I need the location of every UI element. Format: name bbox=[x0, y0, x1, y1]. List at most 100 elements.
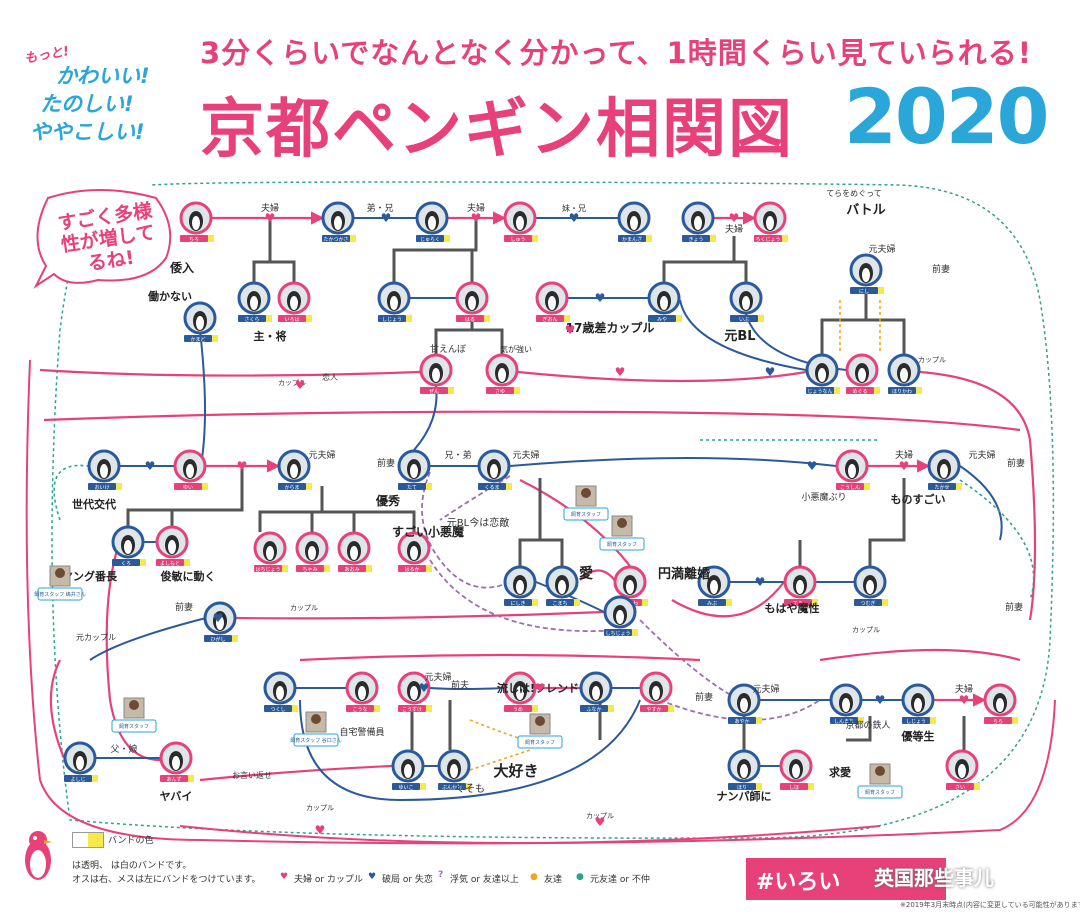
penguin-belly bbox=[592, 686, 600, 700]
penguin-belly bbox=[516, 580, 524, 594]
relation-label: カップル bbox=[290, 604, 318, 612]
penguin-belly bbox=[192, 216, 200, 230]
legend-note2: オスは右、メスは左にバンドをつけています。 bbox=[72, 872, 261, 885]
penguin-node-n11: はる bbox=[456, 283, 490, 323]
band-chip bbox=[324, 565, 330, 572]
band-chip bbox=[212, 335, 218, 342]
penguin-name: よしじ bbox=[70, 777, 85, 783]
band-chip bbox=[282, 565, 288, 572]
penguin-node-n32: ちゃみ bbox=[296, 533, 330, 573]
penguin-belly bbox=[100, 464, 108, 478]
staff-name: 飼育スタッフ 谷口さん bbox=[290, 737, 342, 744]
band-chip bbox=[292, 705, 298, 712]
penguin-name: ゆい bbox=[183, 485, 193, 491]
penguin-belly bbox=[914, 698, 922, 712]
penguin-node-n21: ほりかわ bbox=[888, 355, 922, 395]
heart-icon: ♥ bbox=[145, 459, 156, 473]
penguin-belly bbox=[652, 686, 660, 700]
penguin-belly bbox=[498, 368, 506, 382]
penguin-belly bbox=[630, 216, 638, 230]
relation-label: 恋人 bbox=[322, 372, 338, 382]
penguin-node-n44: こうな bbox=[346, 673, 380, 713]
penguin-node-n39: つむぎ bbox=[854, 567, 888, 607]
band-chip bbox=[782, 235, 788, 242]
band-chip bbox=[306, 483, 312, 490]
heart-icon: ♥ bbox=[899, 459, 910, 473]
band-chip bbox=[808, 783, 814, 790]
penguin-name: しじょう bbox=[382, 317, 402, 323]
penguin-belly bbox=[410, 686, 418, 700]
penguin-node-n02: たかつかさ bbox=[322, 203, 356, 243]
staff-name: 飼育スタッフ bbox=[119, 723, 149, 730]
heart-icon: ♥ bbox=[595, 291, 606, 305]
penguin-node-n43: つくし bbox=[264, 673, 298, 713]
penguin-name: こうすけ bbox=[402, 707, 422, 713]
penguin-belly bbox=[186, 464, 194, 478]
penguin-name: あおみ bbox=[344, 566, 359, 573]
band-chip bbox=[882, 599, 888, 606]
penguin-belly bbox=[276, 686, 284, 700]
relation-label: 元カップル bbox=[76, 633, 116, 642]
staff-marker: 飼育スタッフ bbox=[858, 764, 902, 798]
penguin-node-n01: ちろ bbox=[180, 203, 214, 243]
penguin-node-n57: ほり bbox=[728, 751, 762, 791]
relation-label: 俊敏に動く bbox=[161, 569, 216, 583]
band-chip bbox=[444, 235, 450, 242]
relation-label: ヤバイ bbox=[160, 790, 193, 803]
penguin-belly bbox=[490, 464, 498, 478]
penguin-name: じゅらく bbox=[420, 237, 440, 243]
penguin-name: しちじょう bbox=[605, 631, 630, 637]
penguin-belly bbox=[694, 216, 702, 230]
penguin-node-n36: こまち bbox=[546, 567, 580, 607]
band-chip bbox=[646, 235, 652, 242]
relation-label: 求愛 bbox=[829, 765, 851, 779]
relation-label: カップル bbox=[306, 804, 334, 812]
relation-label: 気が強い bbox=[500, 344, 532, 354]
relation-label: 主・将 bbox=[254, 329, 287, 343]
penguin-node-n15: にし bbox=[850, 255, 884, 295]
band-chip bbox=[514, 387, 520, 394]
relation-label: ものすごい bbox=[891, 492, 946, 506]
legend-breakup: 破局 or 失恋 bbox=[382, 872, 433, 885]
penguin-name: つむぎ bbox=[860, 600, 875, 607]
penguin-name: にしき bbox=[510, 600, 525, 607]
person-icon bbox=[535, 716, 545, 726]
penguin-node-n31: はちじょう bbox=[254, 533, 288, 573]
penguin-belly bbox=[358, 686, 366, 700]
penguin-name: はちじょう bbox=[255, 567, 280, 573]
penguin-node-n47: ふなか bbox=[580, 673, 614, 713]
penguin-belly bbox=[124, 540, 132, 554]
band-chip bbox=[864, 483, 870, 490]
heart-icon: ♥ bbox=[595, 815, 606, 829]
question-icon: ? bbox=[438, 870, 443, 880]
penguin-node-n52: らら bbox=[984, 685, 1018, 725]
heart-icon: ♥ bbox=[471, 211, 482, 225]
penguin-belly bbox=[266, 546, 274, 560]
penguin-node-n12: ぎおん bbox=[536, 283, 570, 323]
penguin-node-n30: よしもと bbox=[156, 527, 190, 567]
heart-icon: ♥ bbox=[959, 693, 970, 707]
penguin-name: ちゃみ bbox=[302, 567, 317, 573]
penguin-node-n19: じょうなん bbox=[806, 355, 840, 395]
band-chip bbox=[532, 599, 538, 606]
penguin-name: つくし bbox=[270, 707, 285, 713]
penguin-belly bbox=[996, 698, 1004, 712]
penguin-belly bbox=[796, 580, 804, 594]
penguin-belly bbox=[740, 698, 748, 712]
relation-label: 働かない bbox=[147, 289, 192, 303]
band-chip bbox=[306, 315, 312, 322]
penguin-belly bbox=[858, 368, 866, 382]
penguin-name: さくら bbox=[244, 316, 259, 323]
staff-name: 飼育スタッフ bbox=[571, 511, 601, 518]
penguin-node-n07: ろくじょう bbox=[754, 203, 788, 243]
heart-icon: ♥ bbox=[237, 459, 248, 473]
penguin-node-n34: はるか bbox=[398, 533, 432, 573]
penguin-belly bbox=[940, 464, 948, 478]
penguin-name: いぶ bbox=[739, 317, 749, 323]
band-chip bbox=[374, 705, 380, 712]
penguin-node-n16: かまど bbox=[184, 303, 218, 343]
staff-marker: 飼育スタッフ bbox=[518, 714, 562, 748]
penguin-node-n28: たかせ bbox=[928, 451, 962, 491]
staff-marker: 飼育スタッフ bbox=[112, 698, 156, 732]
